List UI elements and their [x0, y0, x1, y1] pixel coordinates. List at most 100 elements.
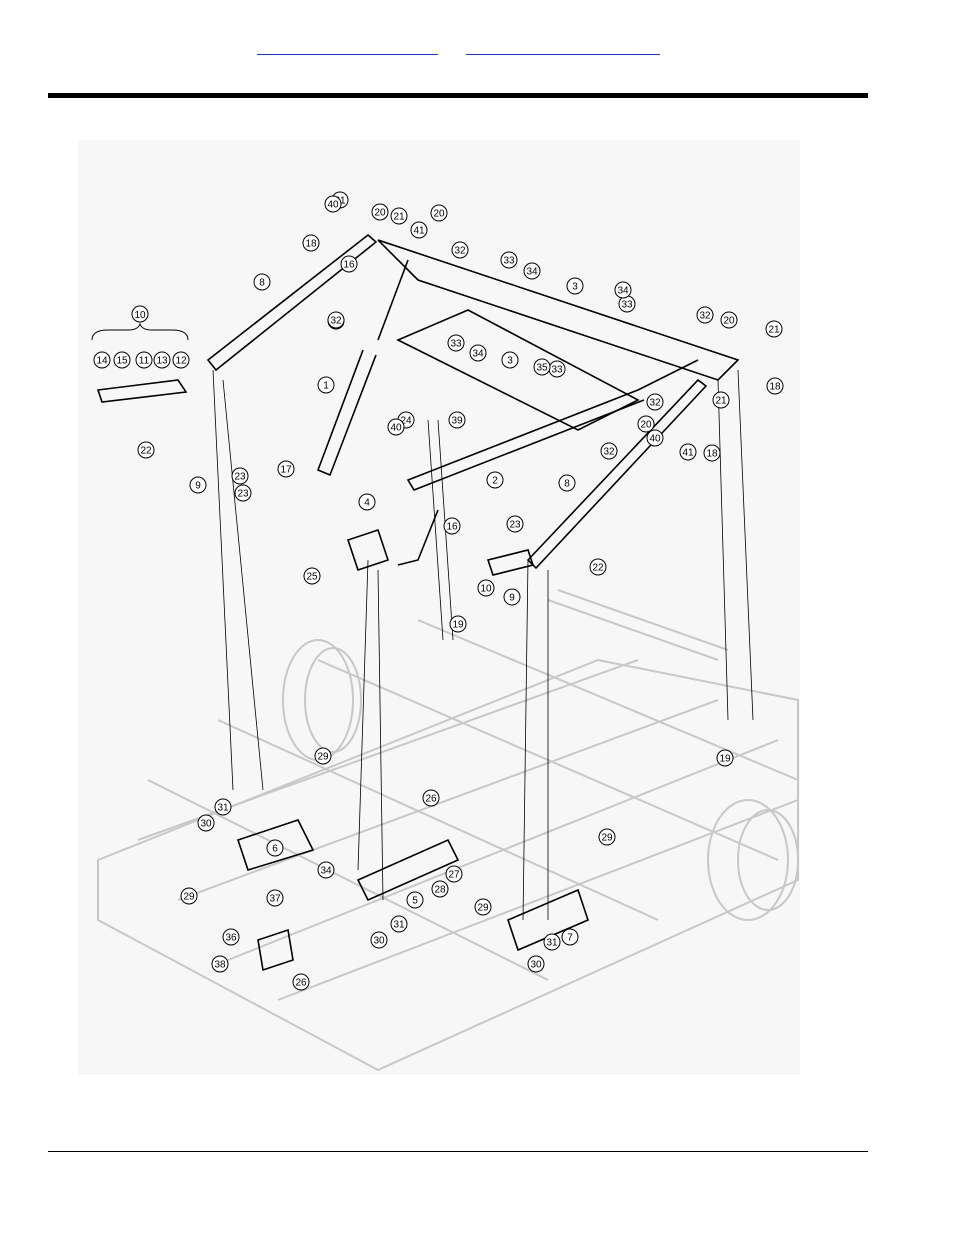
callout-circle: [302, 234, 320, 252]
callout-41: 41: [410, 221, 428, 239]
callout-number: 3: [572, 282, 578, 293]
callout-18: 18: [703, 444, 721, 462]
callout-circle: [533, 358, 551, 376]
callout-circle: [598, 828, 616, 846]
header-link-2[interactable]: [466, 38, 660, 55]
callout-31: 31: [214, 798, 232, 816]
callout-circle: [371, 203, 389, 221]
callout-number: 21: [715, 396, 727, 407]
callout-28: 28: [431, 880, 449, 898]
callout-circle: [317, 376, 335, 394]
callout-number: 40: [327, 200, 339, 211]
callout-circle: [527, 955, 545, 973]
callout-circle: [253, 273, 271, 291]
callout-number: 20: [723, 316, 735, 327]
callout-20: 20: [430, 204, 448, 222]
callout-circle: [558, 474, 576, 492]
callout-circle: [387, 418, 405, 436]
callout-circle: [447, 334, 465, 352]
callout-number: 19: [719, 754, 731, 765]
callout-circle: [566, 277, 584, 295]
callout-number: 20: [433, 209, 445, 220]
callout-number: 5: [412, 896, 418, 907]
callout-circle: [443, 517, 461, 535]
callout-number: 32: [699, 311, 711, 322]
group-bracket: [91, 322, 189, 341]
callout-41: 41: [679, 443, 697, 461]
callout-34: 34: [317, 861, 335, 879]
callout-number: 31: [546, 938, 558, 949]
callout-13: 13: [153, 351, 171, 369]
callout-number: 41: [682, 448, 694, 459]
callout-34: 34: [523, 262, 541, 280]
callout-21: 21: [390, 207, 408, 225]
callout-33: 33: [500, 251, 518, 269]
callout-22: 22: [137, 441, 155, 459]
callout-number: 38: [214, 960, 226, 971]
callout-20: 20: [720, 311, 738, 329]
callout-number: 3: [507, 356, 513, 367]
callout-number: 20: [374, 208, 386, 219]
callout-number: 1: [323, 381, 329, 392]
callout-9: 9: [189, 476, 207, 494]
callout-7: 7: [561, 928, 579, 946]
callout-circle: [451, 241, 469, 259]
callout-number: 8: [259, 278, 265, 289]
callout-9: 9: [503, 588, 521, 606]
callout-number: 34: [617, 286, 629, 297]
callout-circle: [189, 476, 207, 494]
callout-number: 30: [200, 819, 212, 830]
leader-lines: [212, 369, 754, 921]
callout-1: 1: [317, 376, 335, 394]
callout-number: 15: [116, 356, 128, 367]
callout-20: 20: [371, 203, 389, 221]
callout-number: 21: [768, 325, 780, 336]
callout-number: 21: [393, 212, 405, 223]
callout-circle: [679, 443, 697, 461]
callout-32: 32: [600, 442, 618, 460]
callout-27: 27: [445, 865, 463, 883]
callout-30: 30: [527, 955, 545, 973]
group-label-text: 10: [134, 310, 146, 321]
callout-38: 38: [211, 955, 229, 973]
callout-23: 23: [506, 515, 524, 533]
callout-circle: [523, 262, 541, 280]
callout-circle: [720, 311, 738, 329]
callout-5: 5: [406, 891, 424, 909]
callout-number: 20: [640, 420, 652, 431]
callout-circle: [314, 747, 332, 765]
callout-33: 33: [618, 295, 636, 313]
callout-circle: [390, 915, 408, 933]
callout-39: 39: [448, 411, 466, 429]
callout-circle: [637, 415, 655, 433]
callout-number: 39: [451, 416, 463, 427]
callout-circle: [93, 351, 111, 369]
callout-22: 22: [589, 558, 607, 576]
header-link-1[interactable]: [257, 38, 438, 55]
callout-2: 2: [486, 471, 504, 489]
callout-23: 23: [231, 467, 249, 485]
callout-number: 11: [139, 356, 150, 367]
callout-circle: [422, 789, 440, 807]
callout-number: 19: [452, 620, 464, 631]
callout-26: 26: [422, 789, 440, 807]
callout-circle: [696, 306, 714, 324]
callout-circle: [266, 839, 284, 857]
callout-circle: [716, 749, 734, 767]
callout-number: 7: [567, 933, 573, 944]
callout-circle: [589, 558, 607, 576]
callout-circle: [500, 251, 518, 269]
callout-29: 29: [598, 828, 616, 846]
callout-circle: [703, 444, 721, 462]
callout-number: 32: [603, 447, 615, 458]
callout-32: 32: [451, 241, 469, 259]
callout-circle: [303, 567, 321, 585]
callout-34: 34: [614, 281, 632, 299]
callout-40: 40: [387, 418, 405, 436]
callout-circle: [135, 351, 153, 369]
footer-rule: [48, 1151, 868, 1152]
callout-number: 33: [450, 339, 462, 350]
callout-number: 23: [509, 520, 521, 531]
callout-34: 34: [469, 344, 487, 362]
